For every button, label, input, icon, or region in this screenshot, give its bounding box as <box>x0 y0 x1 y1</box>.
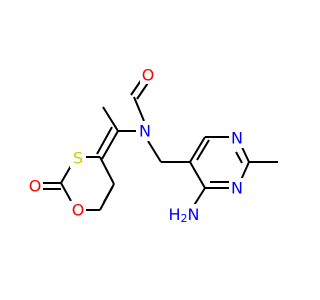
bond-pyr-C4-C5 <box>189 161 206 189</box>
bond-vinylC-methyl <box>102 106 119 132</box>
bond-C6-C5-inner <box>103 185 114 203</box>
bond-pyr-C5-C6-inner <box>196 139 210 161</box>
atom-ring-sulfur-label: S <box>73 149 83 168</box>
bond-pyr-C5-C6 <box>189 136 206 163</box>
atom-formyl-oxygen: O <box>140 66 156 85</box>
atom-amino-group-label: H2N <box>169 205 200 225</box>
bond-exocyclic-double-a <box>101 130 119 160</box>
atom-ring-oxygen: O <box>70 201 86 220</box>
atom-amino-group: H2N <box>166 204 202 225</box>
atom-amide-nitrogen-label: N <box>139 122 151 141</box>
bond-layer <box>40 75 278 211</box>
molecule-structure-svg: O N S O O N N <box>27 66 278 225</box>
atom-amide-nitrogen: N <box>136 121 152 141</box>
bond-C2-O-ring <box>60 182 72 202</box>
atom-pyrimidine-nitrogen-3-label: N <box>231 179 243 198</box>
bond-pyr-N1-C2-inner <box>235 151 243 164</box>
atom-label-layer: O N S O O N N <box>27 66 245 225</box>
bond-C5-C4 <box>99 156 115 185</box>
bond-N-CH2 <box>147 140 162 163</box>
atom-pyrimidine-nitrogen-1-label: N <box>231 129 243 148</box>
atom-carbonyl-oxygen-label: O <box>29 177 42 196</box>
atom-carbonyl-oxygen: O <box>27 177 43 196</box>
atom-pyrimidine-nitrogen-1: N <box>229 128 245 148</box>
atom-formyl-oxygen-label: O <box>142 66 155 85</box>
atom-ring-oxygen-label: O <box>72 201 85 220</box>
bond-formyl-C-N <box>133 96 145 122</box>
atom-pyrimidine-nitrogen-3: N <box>229 178 245 198</box>
bond-pyr-C4-NH2 <box>192 187 206 208</box>
molecule-structure-canvas: O N S O O N N <box>27 65 278 225</box>
atom-ring-sulfur: S <box>70 148 86 168</box>
bond-pyr-C2-N3 <box>240 161 250 181</box>
bond-exocyclic-double-b <box>96 126 113 155</box>
